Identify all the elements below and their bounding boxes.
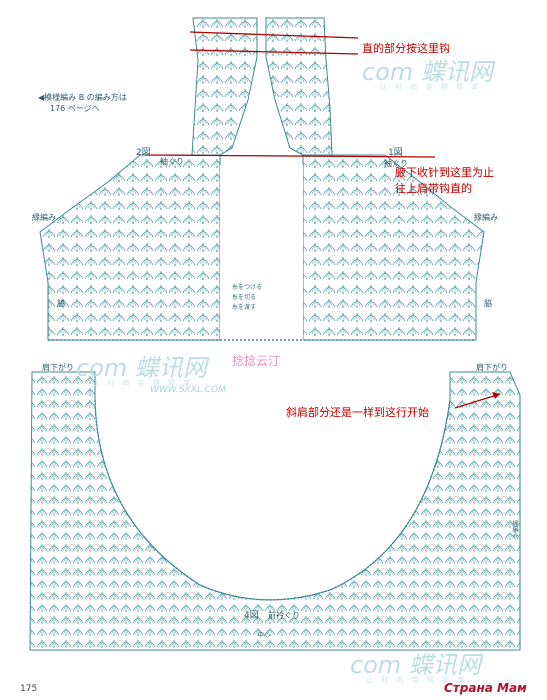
figure-2-label: 2図: [136, 148, 151, 158]
center-label: 中心: [258, 632, 271, 639]
watermark-site-mid: com 蝶讯网: [76, 354, 207, 382]
page-number: 175: [20, 684, 38, 694]
annotation-mid-line1: 腋下收针到这里为止: [395, 166, 494, 179]
guide-line-mid: [144, 154, 436, 158]
guide-arrow-head: [492, 392, 500, 399]
pattern-note-line2: 176 ページへ: [50, 104, 100, 113]
shoulder-drop-right-label: 肩下がり: [476, 363, 508, 372]
upper-body: [39, 154, 221, 341]
front-neck-label: 前衿ぐり: [268, 611, 300, 620]
watermark-logo-text: 捻捻云汀: [232, 354, 281, 368]
front-body: [29, 371, 521, 651]
annotation-top: 直的部分按这里钩: [362, 42, 450, 55]
shoulder-drop-left-label: 肩下がり: [42, 363, 74, 372]
lower-piece: [29, 371, 521, 651]
watermark-sub-bottom: 让 时 尚 变 得 简 单: [366, 676, 468, 684]
pattern-note-line1: ◀模様編み B の編み方は: [38, 93, 127, 102]
red-guide-lines: [144, 31, 501, 409]
guide-line-top-1: [189, 31, 359, 39]
legend-item-cut: 糸を切る: [232, 294, 257, 301]
guide-line-top-2: [189, 49, 359, 55]
armhole-left-label: 袖ぐり: [160, 157, 184, 166]
watermark-sub-top: 让 时 尚 变 得 简 单: [380, 83, 482, 91]
armhole-right-label: 袖ぐり: [384, 159, 408, 168]
annotation-mid-line2: 往上肩带钩直的: [395, 182, 472, 195]
center-gap: [220, 165, 303, 340]
figure-4-label: 4図: [244, 611, 259, 621]
annotation-lower: 斜肩部分还是一样到这行开始: [286, 406, 429, 419]
watermark-site-top: com 蝶讯网: [362, 58, 493, 86]
left-strap: [191, 17, 258, 156]
guide-arrow-line: [454, 393, 501, 409]
side-right-label: 脇: [484, 299, 492, 308]
watermark-site-bottom: com 蝶讯网: [350, 651, 481, 679]
watermark-sub-mid: 让 时 尚 变 得 简 单: [92, 379, 194, 387]
edge-left-label: 縁編み: [32, 213, 56, 222]
legend-item-attach: 糸をつける: [232, 284, 263, 291]
legend-item-carry: 糸を渡す: [232, 304, 257, 311]
side-left-label: 脇: [57, 299, 65, 308]
figure-1-label: 1図: [388, 148, 403, 158]
upper-piece: [39, 17, 485, 341]
watermark-url-mid: WWW.SXXL.COM: [150, 385, 226, 395]
edge-vertical-label: 縁編み: [511, 520, 518, 538]
front-neck-edge: [94, 399, 451, 601]
right-strap: [265, 17, 333, 156]
brand-mark: Страна Мам: [444, 681, 527, 695]
edge-right-label: 縁編み: [474, 213, 498, 222]
